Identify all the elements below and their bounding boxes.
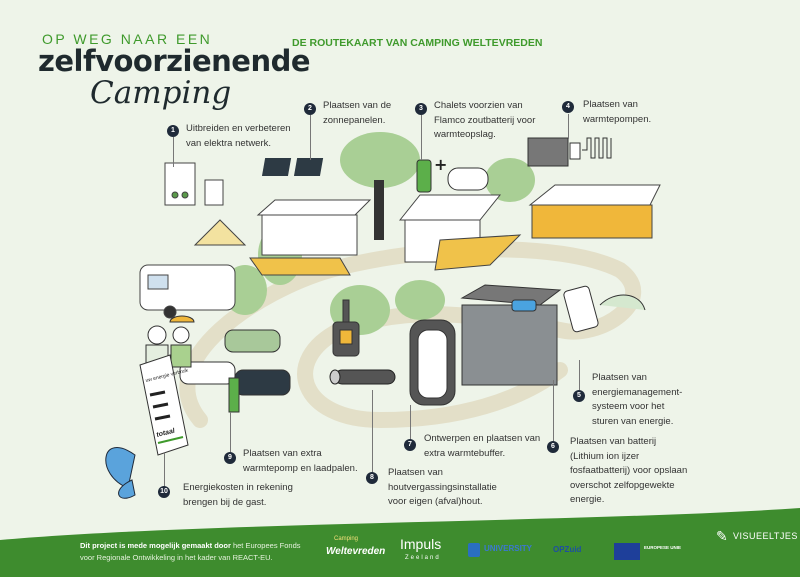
chalet-icon: [398, 194, 522, 271]
hz-shield-icon: [468, 543, 480, 557]
logo-eu: EUROPESE UNIE: [644, 545, 682, 550]
step-10-text: Energiekosten in rekening brengen bij de…: [183, 482, 293, 508]
step-4-text: Plaatsen van warmtepompen.: [583, 99, 652, 125]
step-number: 5: [573, 390, 585, 402]
electricity-box-icon: [164, 162, 224, 206]
step-number: 3: [415, 103, 427, 115]
battery-container-icon: [460, 284, 562, 386]
logo-weltevreden: Weltevreden: [326, 546, 386, 557]
page-subtitle: DE ROUTEKAART VAN CAMPING WELTEVREDEN: [292, 37, 543, 49]
plus-icon: +: [434, 155, 447, 174]
step-number: 7: [404, 439, 416, 451]
heat-buffer-icon: [409, 319, 456, 406]
step-3-text: Chalets voorzien van Flamco zoutbatterij…: [434, 100, 536, 140]
receipt-icon: [139, 354, 189, 456]
logo-visueeltjes: VISUEELTJES: [733, 531, 798, 541]
receipt-total: totaal: [156, 427, 177, 439]
logo-weltevreden-small: Camping: [334, 536, 359, 542]
container-icon: [528, 184, 661, 239]
butterfly-icon: [105, 447, 136, 499]
step-number: 6: [547, 441, 559, 453]
leader-line: [410, 405, 411, 442]
logo-opzuid: OPZuid: [553, 545, 582, 554]
step-7-text: Ontwerpen en plaatsen van extra warmtebu…: [424, 433, 541, 459]
leader-line: [164, 452, 165, 487]
funding-credit-bold: Dit project is mede mogelijk gemaakt doo…: [80, 541, 231, 550]
page-title: zelfvoorzienende: [38, 44, 311, 78]
wood-stove-icon: [332, 299, 360, 357]
leader-line: [173, 137, 174, 167]
page-title-script: Camping: [90, 75, 232, 111]
step-number: 10: [158, 486, 170, 498]
step-number: 2: [304, 103, 316, 115]
step-1-text: Uitbreiden en verbeteren van elektra net…: [186, 123, 291, 149]
leader-line: [310, 115, 311, 160]
leader-line: [568, 114, 569, 139]
phone-app-icon: [563, 285, 646, 333]
camper-icon: [139, 264, 236, 319]
heat-storage-icon: [447, 167, 489, 191]
tree-icon: [340, 132, 420, 240]
leader-line: [421, 115, 422, 160]
wood-log-icon: [329, 369, 396, 385]
car-icon: [179, 329, 291, 396]
pencil-icon: ✎: [716, 528, 728, 544]
step-9-text: Plaatsen van extra warmtepomp en laadpal…: [243, 448, 358, 474]
step-number: 9: [224, 452, 236, 464]
step-number: 4: [562, 101, 574, 113]
logo-impuls: Impuls: [400, 536, 442, 552]
leader-line: [553, 380, 554, 442]
step-number: 8: [366, 472, 378, 484]
solar-panel-icon: [261, 158, 324, 176]
funding-credit: Dit project is mede mogelijk gemaakt doo…: [80, 540, 316, 564]
chalet-icon: [249, 199, 372, 276]
footer-band: [0, 508, 800, 577]
leader-line: [579, 360, 580, 390]
charging-post-icon: [228, 377, 240, 413]
step-5-text: Plaatsen van energiemanagement- systeem …: [592, 372, 683, 427]
step-8-text: Plaatsen van houtvergassingsinstallatie …: [388, 467, 497, 507]
step-number: 1: [167, 125, 179, 137]
funding-credit-rest: het Europees Fonds voor Regionale Ontwik…: [80, 541, 301, 562]
logo-impuls-sub: Zeeland: [405, 555, 441, 561]
eu-flag-icon: [614, 543, 640, 560]
logo-hz: UNIVERSITY: [484, 544, 533, 553]
battery-icon: [511, 299, 537, 312]
step-2-text: Plaatsen van de zonnepanelen.: [323, 100, 392, 126]
tent-icon: [193, 219, 247, 246]
salt-battery-icon: [416, 159, 432, 193]
leader-line: [230, 412, 231, 452]
title-kicker: OP WEG NAAR EEN: [42, 31, 213, 47]
heat-pump-icon: [527, 137, 612, 167]
leader-line: [372, 390, 373, 473]
step-6-text: Plaatsen van batterij (Lithium ion ijzer…: [570, 436, 688, 505]
